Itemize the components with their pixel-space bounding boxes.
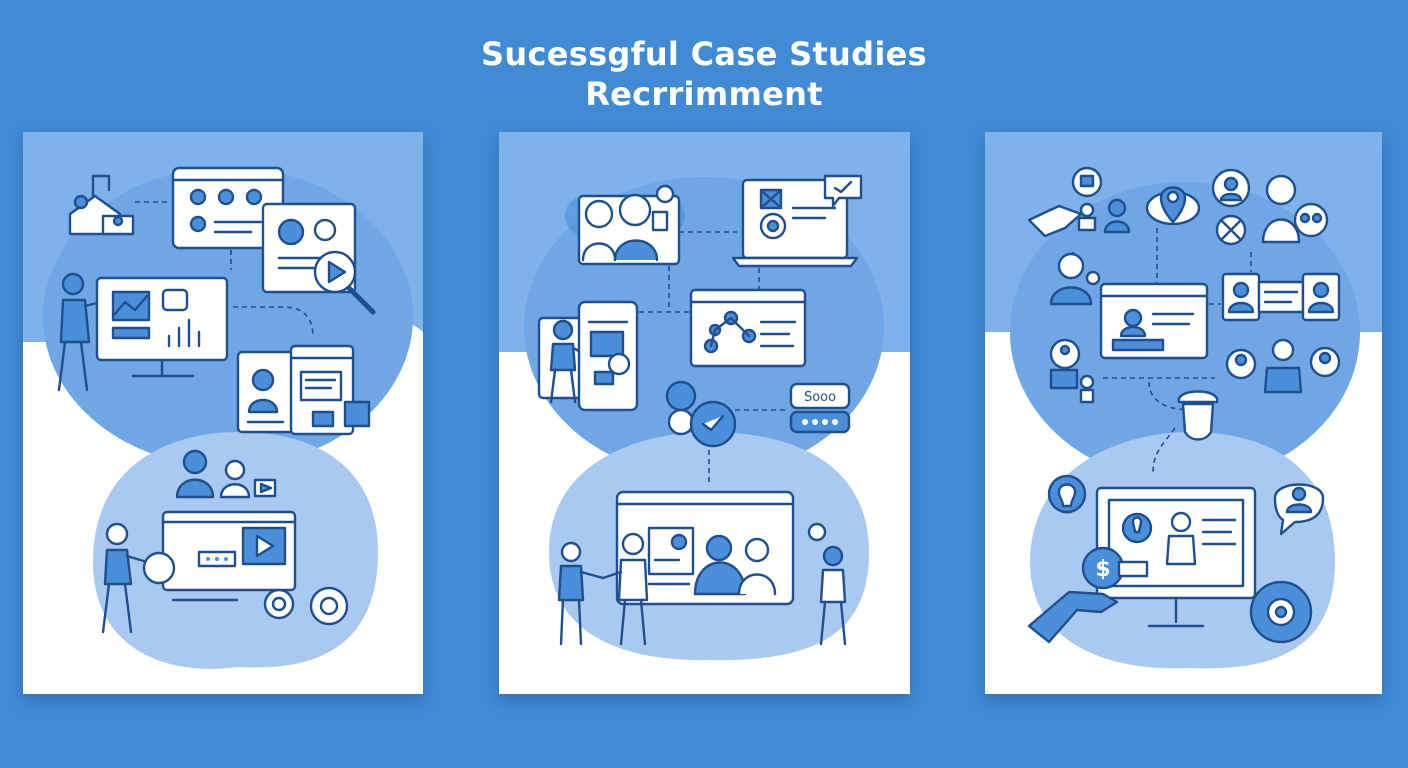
location-pin-icon bbox=[1145, 186, 1201, 226]
chat-bubble-icon: Sooo bbox=[789, 382, 851, 434]
profile-browser-window-icon bbox=[236, 344, 371, 436]
chat-profile-bubble-icon bbox=[1273, 483, 1325, 536]
handshake-candidate-icon bbox=[1027, 166, 1131, 238]
team-candidates-icon bbox=[1225, 338, 1341, 394]
mobile-phone-icon bbox=[577, 300, 639, 412]
person-portrait-icon bbox=[1261, 174, 1329, 244]
page-title: Sucessgful Case Studies Recrrimment bbox=[0, 34, 1408, 114]
handshake-people-icon bbox=[557, 532, 649, 646]
case-study-panel-3: $ bbox=[985, 132, 1382, 694]
panel-1-illustration bbox=[23, 132, 423, 669]
network-diagram-window-icon bbox=[689, 288, 807, 368]
video-meeting-window-icon bbox=[171, 166, 285, 250]
laptop-gear-icon bbox=[731, 174, 863, 268]
avatar-icon bbox=[1049, 252, 1101, 306]
case-study-panel-1 bbox=[23, 132, 423, 694]
title-line-1: Sucessgful Case Studies bbox=[481, 35, 927, 73]
gears-cluster-icon bbox=[665, 380, 737, 448]
case-study-panel-2: Sooo bbox=[499, 132, 910, 694]
two-people-icon bbox=[565, 184, 685, 266]
speaking-person-icon bbox=[807, 522, 847, 646]
tablet-person-icon bbox=[537, 316, 591, 404]
chat-bubble-text: Sooo bbox=[804, 390, 836, 405]
video-content-window-icon bbox=[161, 510, 297, 602]
settings-gear-icon bbox=[1249, 580, 1313, 644]
profile-card-window-icon bbox=[1099, 282, 1209, 360]
hand-dollar-coin-icon: $ bbox=[1027, 546, 1149, 644]
svg-text:$: $ bbox=[1095, 557, 1110, 582]
lightbulb-gear-icon bbox=[1047, 474, 1087, 514]
manager-face-icon bbox=[1177, 390, 1219, 441]
panel-2-illustration: Sooo bbox=[499, 132, 910, 661]
candidate-comparison-cards-icon bbox=[1221, 272, 1341, 322]
search-person-icon bbox=[1049, 338, 1095, 404]
team-members-icon bbox=[175, 449, 277, 499]
team-collaboration-window-icon bbox=[615, 490, 795, 606]
title-line-2: Recrrimment bbox=[585, 75, 823, 113]
house-person-icon bbox=[68, 174, 135, 236]
target-icon bbox=[1215, 214, 1247, 246]
gear-icon bbox=[263, 588, 295, 620]
chart-presentation-board-icon bbox=[95, 276, 229, 378]
gear-person-icon bbox=[1211, 168, 1251, 208]
investigator-person-icon bbox=[101, 522, 176, 634]
magnifier-play-icon bbox=[313, 250, 376, 315]
gear-large-icon bbox=[309, 586, 349, 626]
panel-3-illustration: $ bbox=[985, 132, 1382, 669]
